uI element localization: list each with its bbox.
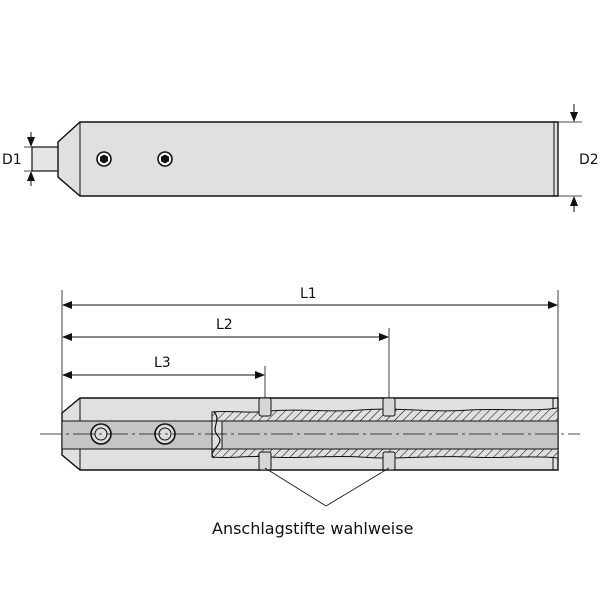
stop-pins-caption: Anschlagstifte wahlweise: [212, 519, 413, 538]
dimension-l2: L2: [62, 317, 389, 341]
d1-label: D1: [2, 152, 22, 168]
shaft-stub: [31, 146, 60, 172]
set-screw-icon: [96, 151, 112, 167]
tool-bore: [221, 420, 559, 450]
break-line: [211, 411, 221, 459]
section-view: L1 L2 L3 Anschlagstifte wahlweise: [40, 286, 580, 538]
stop-pin-leaders: [264, 467, 390, 507]
stop-pin-2: [382, 397, 396, 471]
l1-label: L1: [300, 286, 317, 302]
dimension-l3: L3: [62, 355, 265, 379]
holder-body: [57, 121, 559, 197]
top-view: D1 D2: [2, 104, 599, 212]
set-screw-icon: [157, 151, 173, 167]
stop-pin-1: [258, 397, 272, 471]
l2-label: L2: [216, 317, 233, 333]
shaft-bore: [61, 420, 213, 450]
dimension-l1: L1: [62, 286, 558, 309]
d2-label: D2: [579, 152, 599, 168]
dimension-d1: D1: [2, 132, 58, 186]
l3-label: L3: [154, 355, 171, 371]
dimension-d2: D2: [558, 104, 599, 212]
